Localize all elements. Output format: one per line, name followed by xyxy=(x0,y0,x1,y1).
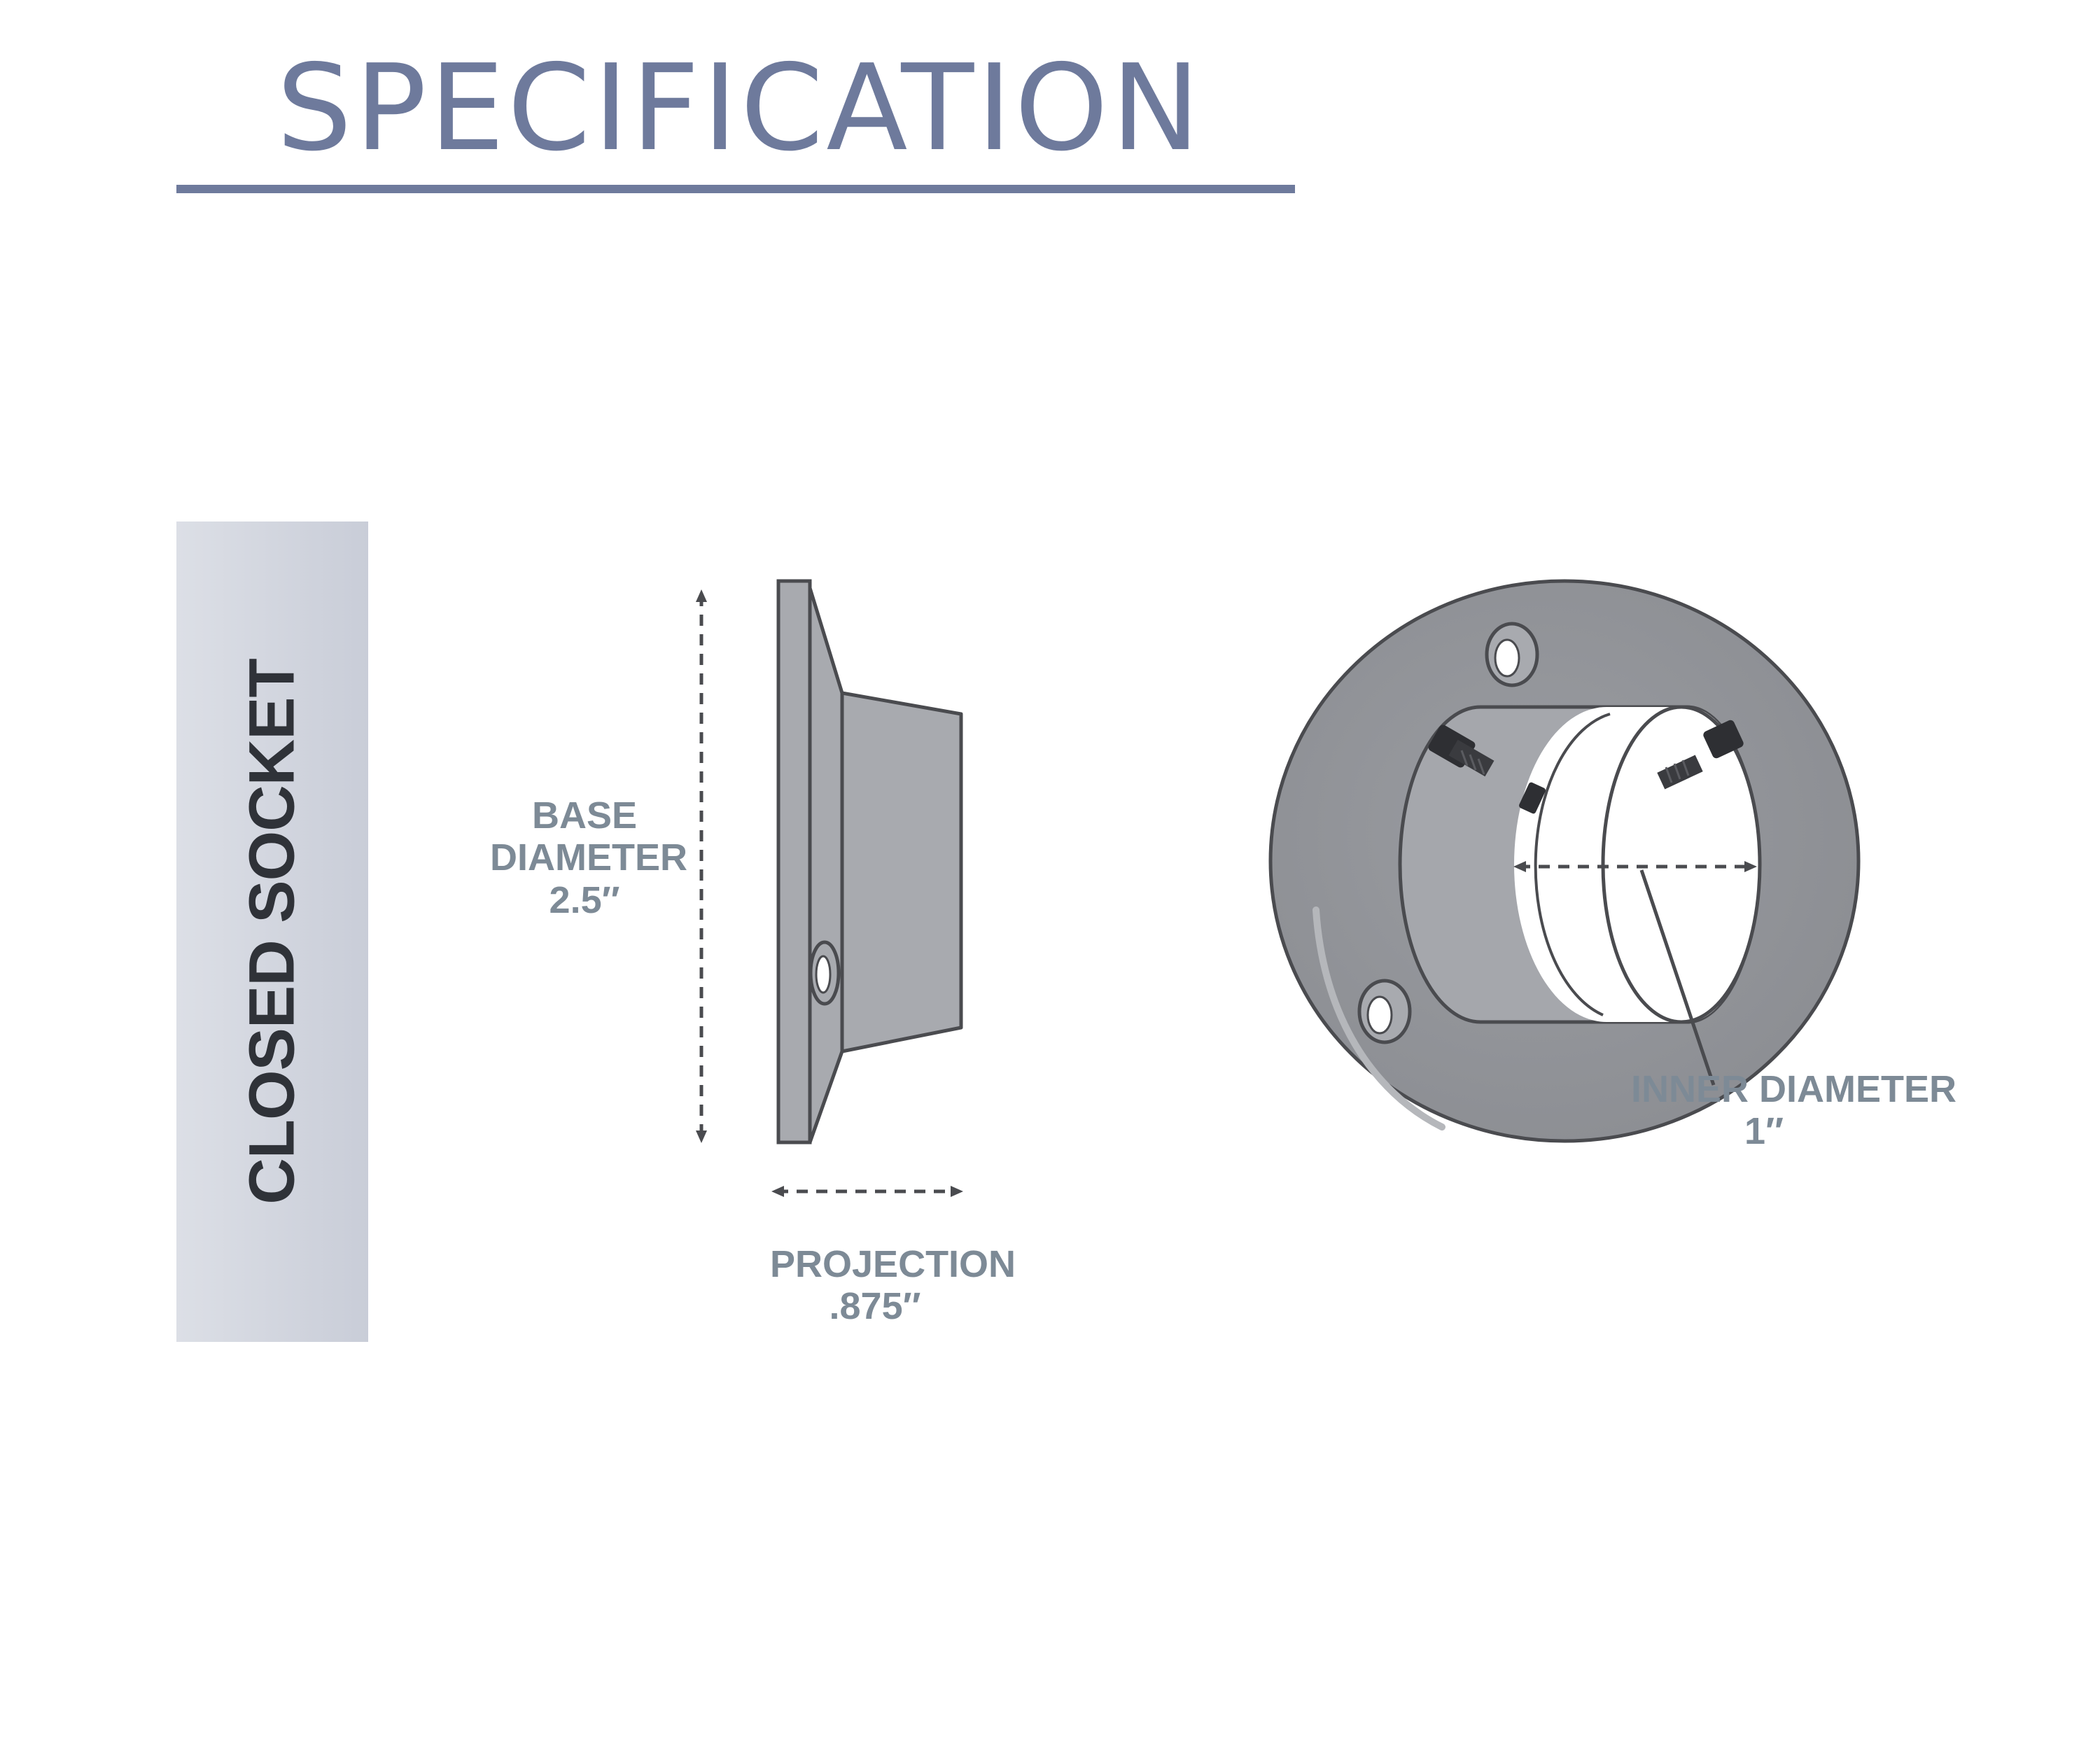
title-underline xyxy=(176,185,1295,193)
front-view-socket xyxy=(1268,579,1861,1143)
base-diameter-label: BASE DIAMETER 2.5″ xyxy=(490,794,687,921)
base-diameter-line2: DIAMETER xyxy=(490,836,687,879)
inner-diameter-label-text: INNER DIAMETER xyxy=(1631,1068,1957,1110)
mounting-hole-bottom xyxy=(1357,979,1412,1044)
base-diameter-line1: BASE xyxy=(531,794,638,836)
projection-label: PROJECTION .875″ xyxy=(770,1243,1016,1328)
side-view-screw-hole xyxy=(808,940,841,1006)
set-screw-left xyxy=(1428,724,1494,777)
inner-diameter-leader xyxy=(1639,869,1716,1086)
set-screw-inner xyxy=(1519,782,1546,814)
base-diameter-value: 2.5″ xyxy=(549,878,620,921)
side-view-base-plate xyxy=(776,579,812,1144)
inner-diameter-value: 1″ xyxy=(1744,1110,1784,1153)
inner-diameter-label: INNER DIAMETER 1″ xyxy=(1631,1068,1957,1153)
side-view-socket xyxy=(776,579,963,1144)
mounting-hole-top xyxy=(1485,622,1539,687)
side-view-cone xyxy=(808,586,963,1144)
page-title: SPECIFICATION xyxy=(276,39,1203,178)
projection-value: .875″ xyxy=(829,1285,921,1328)
projection-label-text: PROJECTION xyxy=(770,1243,1016,1285)
set-screw-right xyxy=(1657,720,1744,790)
product-name-panel: CLOSED SOCKET xyxy=(176,522,368,1342)
